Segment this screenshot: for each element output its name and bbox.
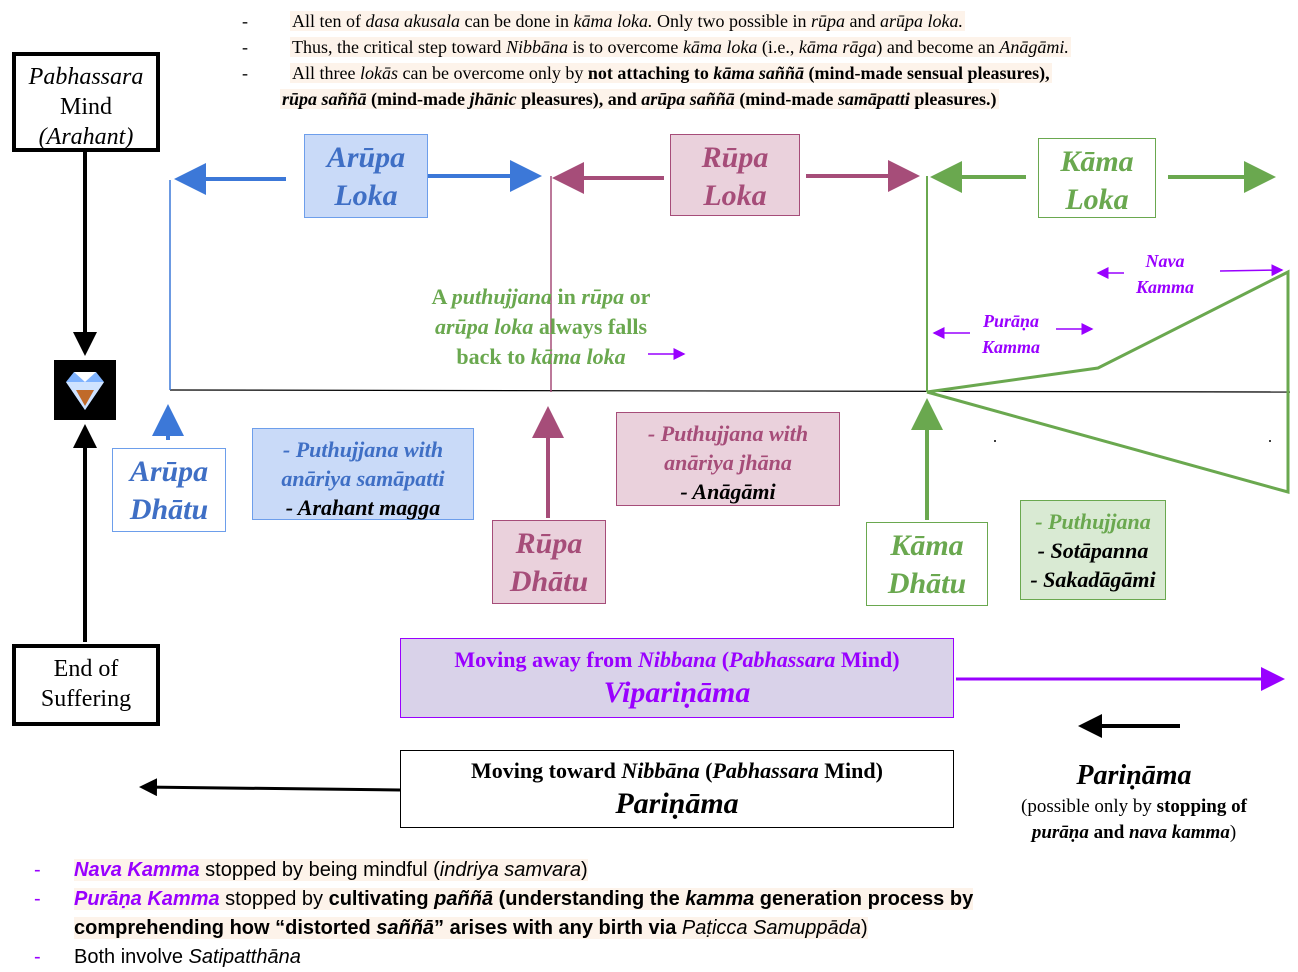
arupa-dhatu-line1: Arūpa <box>129 455 209 488</box>
bottom-notes: - Nava Kamma stopped by being mindful (i… <box>30 856 1030 972</box>
parinama-side-title: Pariṇāma <box>1076 760 1192 791</box>
kama-loka-box: Kāma Loka <box>1038 138 1156 218</box>
pabhassara-label: Pabhassara <box>28 64 144 90</box>
pabhassara-mind-box: Pabhassara Mind (Arahant) <box>12 52 160 152</box>
kamma-growth-shape <box>926 269 1290 494</box>
top-note-3: - All three lokās can be overcome only b… <box>238 60 1238 86</box>
viparinama-box: Moving away from Nibbana (Pabhassara Min… <box>400 638 954 718</box>
arupa-loka-line2: Loka <box>334 179 398 212</box>
purana-kamma-label: Purāṇa Kamma <box>981 311 1040 357</box>
list-item: - Puthujjana <box>1035 509 1151 534</box>
kama-dhatu-box: Kāma Dhātu <box>866 522 988 606</box>
rupa-loka-line2: Loka <box>703 179 767 212</box>
end-of-suffering-box: End of Suffering <box>12 644 160 726</box>
arrow-parinama-main <box>139 778 401 797</box>
parinama-side-line2: purāṇa and nava kamma) <box>1031 822 1237 843</box>
bullet-dash: - <box>242 11 248 31</box>
list-item: - Puthujjana with <box>282 437 444 462</box>
parinama-box: Moving toward Nibbāna (Pabhassara Mind) … <box>400 750 954 828</box>
bottom-note-2: - Purāṇa Kamma stopped by cultivating pa… <box>30 885 1030 914</box>
rupa-dhatu-line1: Rūpa <box>515 527 583 560</box>
top-note-2: - Thus, the critical step toward Nibbāna… <box>238 34 1238 60</box>
list-item: - Anāgāmi <box>680 479 776 504</box>
top-note-2-text: Thus, the critical step toward Nibbāna i… <box>290 37 1071 57</box>
list-item: - Sakadāgāmi <box>1030 567 1156 592</box>
bullet-dash: - <box>242 37 248 57</box>
arupa-dhatu-line2: Dhātu <box>129 493 209 526</box>
list-item: anāriya jhāna <box>664 450 792 475</box>
arupa-beings-list: - Puthujjana with anāriya samāpatti - Ar… <box>252 428 474 520</box>
rupa-beings-list: - Puthujjana with anāriya jhāna - Anāgām… <box>616 412 840 506</box>
bullet-dash: - <box>242 63 248 83</box>
viparinama-title: Vipariṇāma <box>603 676 751 709</box>
bullet-dash: - <box>34 888 41 910</box>
top-note-1-text: All ten of dasa akusala can be done in k… <box>290 11 965 31</box>
rupa-loka-line1: Rūpa <box>701 141 769 174</box>
parinama-title: Pariṇāma <box>615 787 739 820</box>
kama-loka-line1: Kāma <box>1060 145 1134 178</box>
top-note-4-text: rūpa saññā (mind-made jhānic pleasures),… <box>280 89 999 109</box>
parinama-caption: Moving toward Nibbāna (Pabhassara Mind) <box>471 758 883 783</box>
bottom-note-3: comprehending how “distorted saññā” aris… <box>74 917 868 939</box>
rupa-loka-box: Rūpa Loka <box>670 134 800 216</box>
arupa-loka-line1: Arūpa <box>326 141 406 174</box>
parinama-side-line1: (possible only by stopping of <box>1021 796 1247 817</box>
end-of-label: End of <box>53 656 119 682</box>
kama-dhatu-line1: Kāma <box>890 529 964 562</box>
mind-label: Mind <box>59 94 112 120</box>
kama-beings-list: - Puthujjana - Sotāpanna - Sakadāgāmi <box>1020 500 1166 600</box>
kama-loka-line2: Loka <box>1065 183 1129 216</box>
rupa-dhatu-box: Rūpa Dhātu <box>492 520 606 604</box>
top-note-4: rūpa saññā (mind-made jhānic pleasures),… <box>238 86 1238 112</box>
dot <box>1269 440 1271 442</box>
suffering-label: Suffering <box>40 686 132 712</box>
baseline <box>169 389 1291 393</box>
arupa-dhatu-box: Arūpa Dhātu <box>112 448 226 532</box>
bottom-note-4: - Both involve Satipatthāna <box>30 943 1030 972</box>
nava-kamma-label: Nava Kamma <box>1135 251 1194 297</box>
list-item: - Sotāpanna <box>1037 538 1149 563</box>
top-note-1: - All ten of dasa akusala can be done in… <box>238 8 1238 34</box>
arahant-label: (Arahant) <box>38 124 134 150</box>
bullet-dash: - <box>34 859 41 881</box>
top-notes: - All ten of dasa akusala can be done in… <box>238 8 1238 112</box>
arrow-nava-right <box>1219 264 1284 277</box>
bottom-note-1: - Nava Kamma stopped by being mindful (i… <box>30 856 1030 885</box>
list-item: - Puthujjana with <box>647 421 809 446</box>
rupa-dhatu-line2: Dhātu <box>509 565 589 598</box>
bullet-dash: - <box>34 946 41 968</box>
list-item: anāriya samāpatti <box>281 466 445 491</box>
puthujjana-fall-note: A puthujjana in rūpa or arūpa loka alway… <box>431 284 651 369</box>
list-item: - Arahant magga <box>285 495 441 520</box>
viparinama-caption: Moving away from Nibbana (Pabhassara Min… <box>454 647 900 672</box>
kama-dhatu-line2: Dhātu <box>887 567 967 600</box>
arupa-loka-box: Arūpa Loka <box>304 134 428 218</box>
diamond-icon <box>54 360 116 420</box>
dot <box>994 440 996 442</box>
parinama-side-note: Pariṇāma (possible only by stopping of p… <box>998 758 1270 846</box>
top-note-3-text: All three lokās can be overcome only by … <box>290 63 1052 83</box>
